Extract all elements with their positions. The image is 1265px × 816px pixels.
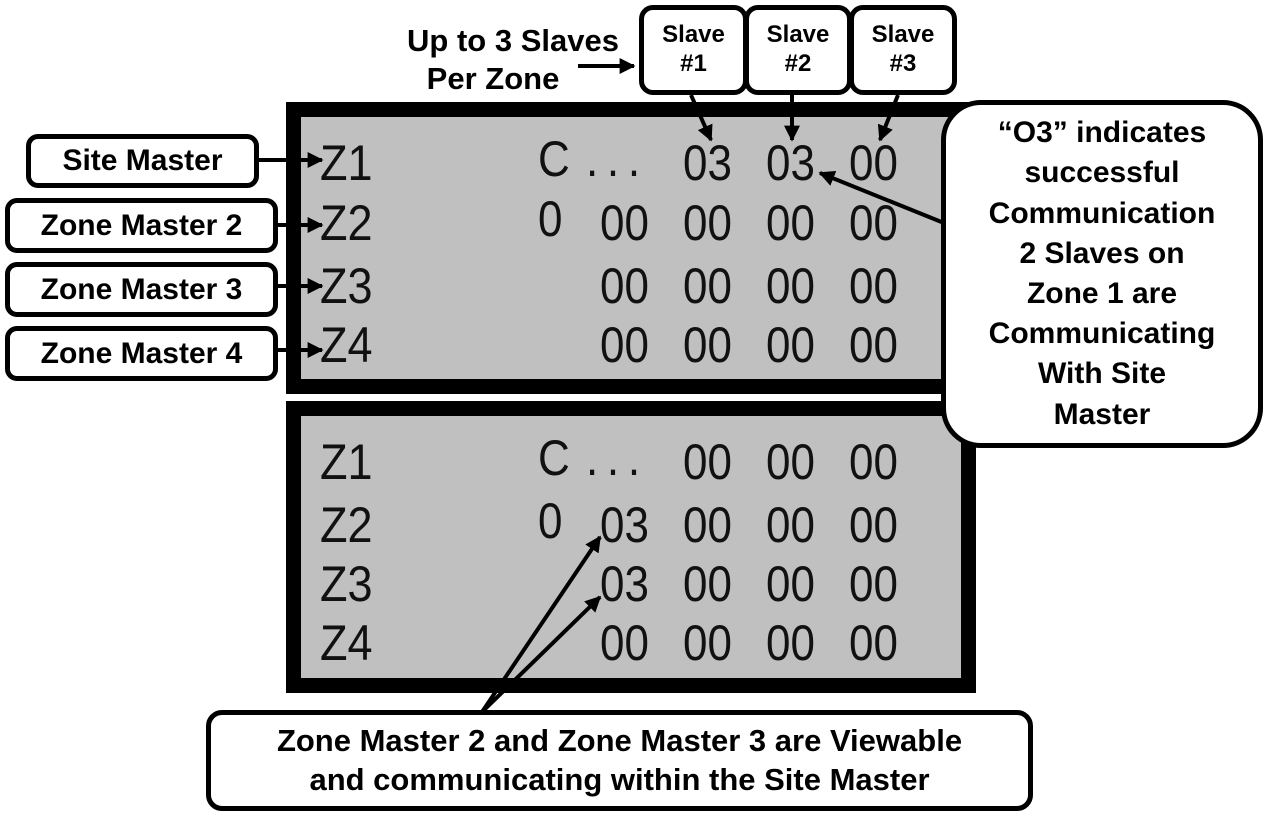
zone-id-z3: Z3: [320, 258, 373, 314]
slave-2-label: Slave#2: [744, 5, 852, 95]
callout-line: 2 Slaves on: [1019, 236, 1185, 270]
slave-status-value: 00: [600, 615, 649, 671]
slave-status-value: 03: [600, 497, 649, 553]
slave-status-value: 00: [849, 258, 898, 314]
row-dots: . . .: [586, 430, 640, 486]
slave-status-value: 00: [683, 258, 732, 314]
row-prefix: 0: [538, 191, 563, 247]
note-line-2: Per Zone: [426, 60, 560, 96]
note-line-1: Up to 3 Slaves: [407, 23, 619, 58]
slave-2-number: #2: [784, 50, 812, 77]
slaves-per-zone-note: Up to 3 Slaves Per Zone: [378, 22, 648, 98]
slave-1-label: Slave#1: [639, 5, 748, 95]
slave-status-value: 00: [849, 317, 898, 373]
slave-status-value: 00: [849, 195, 898, 251]
site-master-text: Site Master: [62, 144, 223, 177]
slave-status-value: 00: [849, 497, 898, 553]
slave-3-label: Slave#3: [849, 5, 957, 95]
slave-status-value: 00: [766, 434, 815, 490]
slave-status-value: 00: [766, 615, 815, 671]
zone-master-3-text: Zone Master 3: [40, 272, 243, 306]
slave-1-title: Slave: [662, 21, 725, 49]
slave-status-value: 00: [766, 317, 815, 373]
callout-line: successful: [1024, 156, 1180, 190]
slave-status-value: 03: [600, 556, 649, 612]
slave-status-value: 00: [849, 615, 898, 671]
slave-status-value: 00: [600, 195, 649, 251]
callout-line: Communication: [988, 196, 1216, 230]
slave-status-value: 00: [683, 434, 732, 490]
slave-status-value: 00: [766, 497, 815, 553]
slave-status-value: 00: [683, 556, 732, 612]
slave-3-arrow: [877, 94, 900, 142]
zone-id-z1: Z1: [320, 135, 373, 191]
slave-2-title: Slave: [766, 21, 830, 49]
row-prefix: C: [538, 430, 570, 486]
top-lcd-display: [286, 102, 976, 394]
slave-status-value: 00: [683, 615, 732, 671]
slave-status-value: 00: [849, 135, 898, 191]
slave-status-value: 03: [683, 135, 732, 191]
slave-status-value: 03: [766, 135, 815, 191]
callout-line: Master: [1053, 397, 1151, 431]
bottom-lcd-display: [286, 401, 976, 693]
viewable-zones-callout: Zone Master 2 and Zone Master 3 are View…: [206, 710, 1033, 811]
zone-2-pointer-arrow: [480, 535, 602, 714]
row-prefix: C: [538, 131, 570, 187]
slave-status-value: 00: [683, 497, 732, 553]
slave-1-number: #1: [680, 50, 707, 77]
zone-id-z2: Z2: [320, 497, 373, 553]
slave-3-title: Slave: [871, 21, 935, 49]
slave-1-arrow: [689, 94, 713, 142]
row-dots: . . .: [586, 131, 640, 187]
slave-status-value: 00: [849, 556, 898, 612]
callout-line: Communicating: [988, 317, 1216, 351]
callout-line: Zone 1 are: [1026, 277, 1178, 310]
slave-3-number: #3: [889, 50, 917, 77]
zone-master-4-text: Zone Master 4: [40, 336, 243, 370]
callout-line: With Site: [1037, 357, 1167, 391]
site-master-label: Site Master: [26, 134, 259, 188]
zone-id-z4: Z4: [320, 317, 373, 373]
callout-line: “O3” indicates: [997, 116, 1207, 150]
zone-master-4-label: Zone Master 4: [5, 326, 278, 381]
slave-status-value: 00: [766, 258, 815, 314]
zone-id-z4: Z4: [320, 615, 373, 671]
bottom-callout-line-1: Zone Master 2 and Zone Master 3 are View…: [276, 722, 963, 758]
row-prefix: 0: [538, 493, 563, 549]
zone-master-2-text: Zone Master 2: [40, 208, 243, 242]
bottom-callout-line-2: and communicating within the Site Master: [309, 761, 930, 797]
slave-status-value: 00: [766, 195, 815, 251]
slave-status-value: 00: [600, 317, 649, 373]
zone-master-2-label: Zone Master 2: [5, 198, 278, 253]
zone-id-z1: Z1: [320, 434, 373, 490]
slave-status-value: 00: [766, 556, 815, 612]
slave-status-value: 00: [600, 258, 649, 314]
zone-id-z2: Z2: [320, 195, 373, 251]
zone-master-3-label: Zone Master 3: [5, 262, 278, 317]
zone-id-z3: Z3: [320, 556, 373, 612]
callout-pointer-arrow: [818, 170, 945, 225]
slave-status-value: 00: [683, 195, 732, 251]
slave-status-value: 00: [849, 434, 898, 490]
zone-3-pointer-arrow: [480, 595, 602, 714]
slave-status-value: 00: [683, 317, 732, 373]
